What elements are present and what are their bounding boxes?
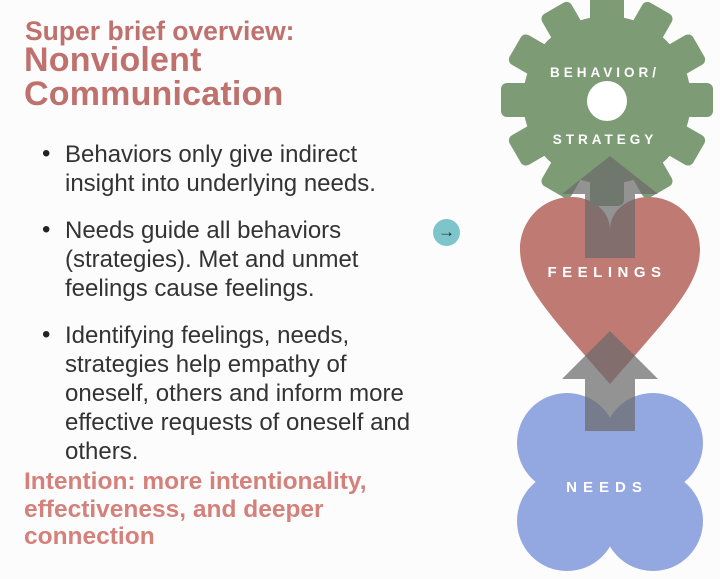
up-arrow-needs-to-feelings: [562, 331, 658, 431]
strategy-label: STRATEGY: [553, 132, 658, 147]
feelings-label: FEELINGS: [547, 264, 666, 281]
slide-eyebrow-title: Super brief overview:: [25, 16, 295, 46]
arrow-right-icon: →: [438, 222, 455, 241]
slide-title: Nonviolent Communication: [24, 41, 284, 113]
behavior-label: BEHAVIOR/: [550, 65, 660, 80]
gear-hub-hole: [587, 81, 627, 121]
bullet-item-identifying: Identifying feelings, needs, strategies …: [42, 320, 502, 466]
bullet-list: Behaviors only give indirect insight int…: [42, 139, 502, 484]
up-arrow-feelings-to-behavior: [562, 156, 658, 258]
needs-label: NEEDS: [566, 479, 648, 496]
nvc-model-diagram: BEHAVIOR/ STRATEGY FEELINGS NEEDS: [501, 0, 713, 571]
behavior-strategy-gear-shape: [501, 0, 713, 206]
feelings-heart-shape: [520, 197, 700, 384]
bullet-item-behaviors: Behaviors only give indirect insight int…: [42, 139, 502, 198]
intention-statement: Intention: more intentionality, effectiv…: [24, 468, 367, 550]
bullet-item-needs-guide: Needs guide all behaviors (strategies). …: [42, 215, 502, 303]
forward-arrow-button[interactable]: →: [433, 219, 460, 246]
